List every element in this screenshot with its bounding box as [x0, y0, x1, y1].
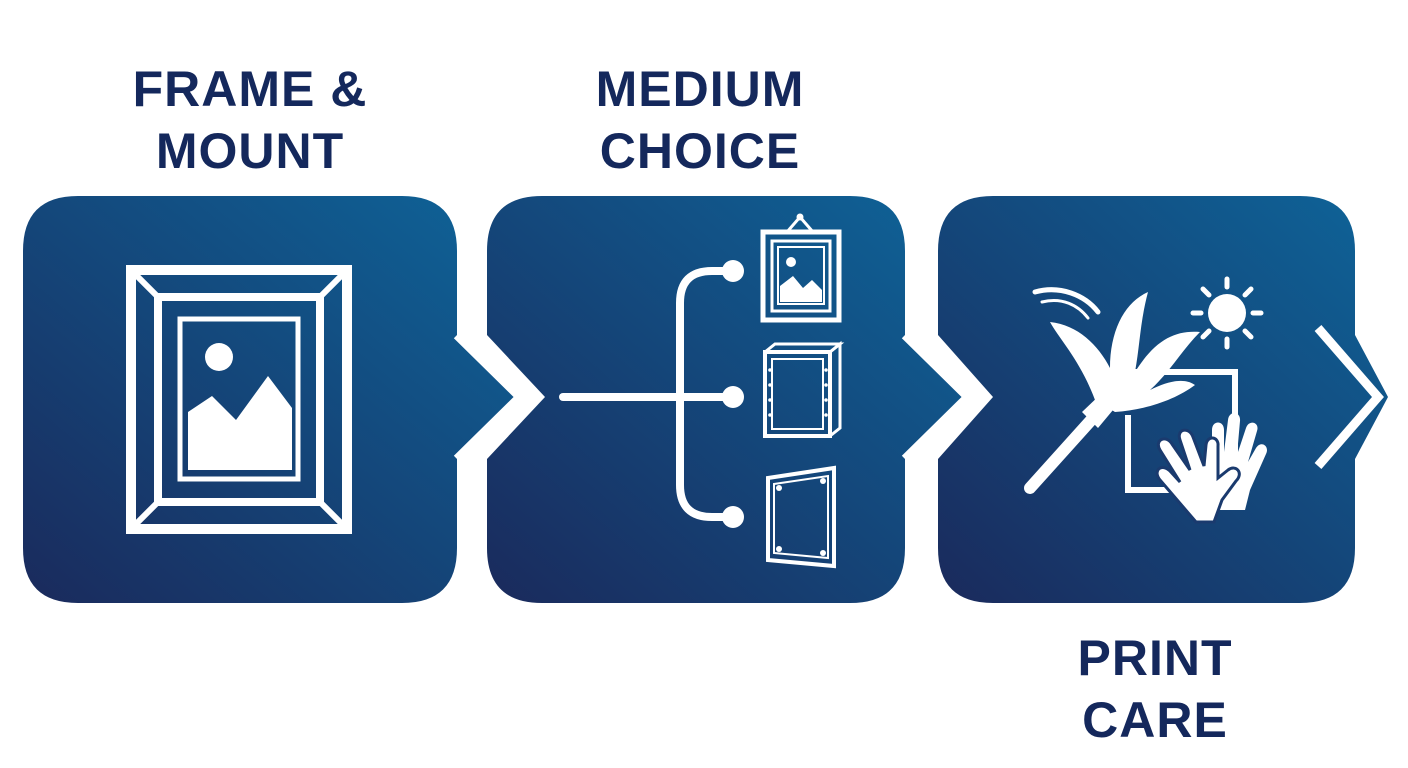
- canvas-print-option-icon: [763, 340, 845, 438]
- gloves-icon: [1155, 412, 1267, 524]
- branch-node-bottom: [722, 506, 744, 528]
- branch-node-top: [722, 260, 744, 282]
- branching-medium-options-icon: [559, 213, 845, 569]
- framed-print-option-icon: [760, 213, 842, 323]
- step-3-title-line-2: CARE: [1082, 692, 1228, 748]
- feather-duster-icon: [1024, 287, 1200, 494]
- step-1-title-line-1: FRAME &: [132, 61, 368, 117]
- acrylic-panel-option-icon: [766, 465, 836, 569]
- duster-gloves-sun-icon: [1024, 276, 1267, 524]
- step-2-title-line-2: CHOICE: [599, 123, 801, 179]
- step-1-title: FRAME & MOUNT: [60, 58, 440, 182]
- step-1-title-line-2: MOUNT: [155, 123, 345, 179]
- step-3-title: PRINT CARE: [965, 627, 1345, 751]
- step-3-title-line-1: PRINT: [1077, 630, 1233, 686]
- framed-picture-icon: [126, 265, 352, 534]
- branch-node-middle: [722, 386, 744, 408]
- sun-icon: [1190, 276, 1264, 350]
- step-2-title: MEDIUM CHOICE: [510, 58, 890, 182]
- step-2-title-line-1: MEDIUM: [595, 61, 805, 117]
